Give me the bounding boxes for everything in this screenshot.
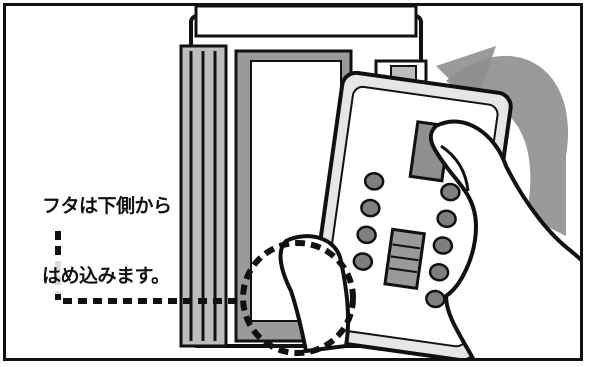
dashed-leader-line (55, 231, 243, 304)
caption-line-2: はめ込みます。 (42, 259, 174, 294)
dashed-circle-callout-icon (240, 240, 356, 356)
hand-icon (428, 119, 580, 358)
instruction-caption: フタは下側から はめ込みます。 (42, 154, 232, 329)
left-thumb-icon (278, 234, 351, 354)
caption-line-1: フタは下側から (42, 189, 176, 224)
illustration-frame: フタは下側から はめ込みます。 (3, 3, 583, 361)
key-box-illustration (55, 6, 580, 358)
